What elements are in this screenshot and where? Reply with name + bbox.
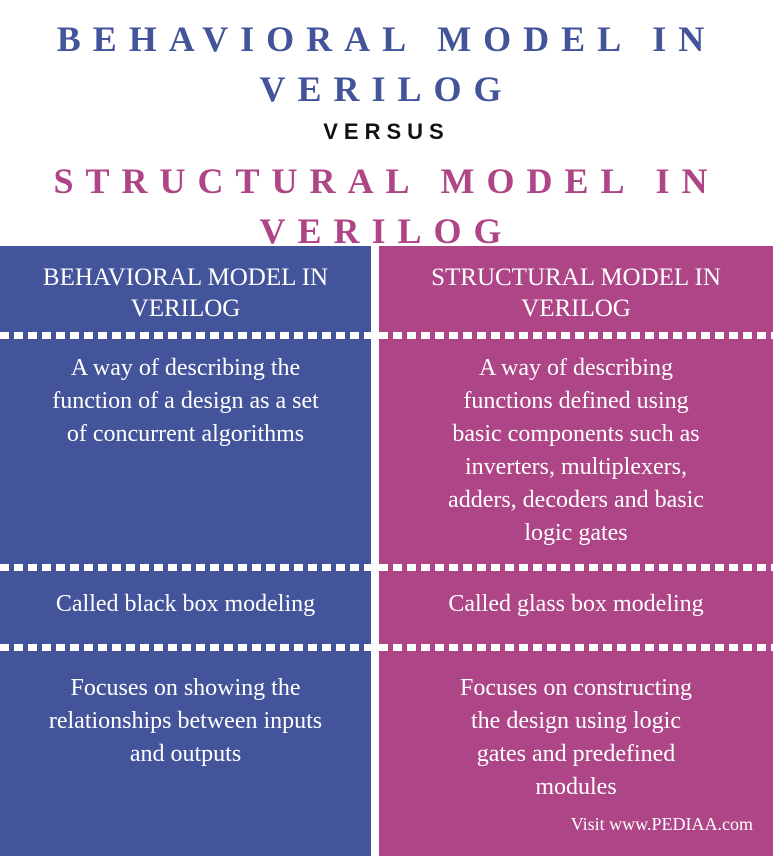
text-line: logic gates [524, 520, 628, 546]
text-line: functions defined using [463, 388, 689, 414]
text-line: A way of describing the [70, 355, 301, 381]
behavioral-modeling-type: Called black box modeling [0, 588, 371, 621]
text-line: adders, decoders and basic [448, 487, 704, 513]
versus-label: VERSUS [323, 119, 450, 144]
text-line: Called glass box modeling [448, 591, 704, 617]
structural-definition: A way of describing functions defined us… [379, 352, 773, 550]
title-behavioral-line1: BEHAVIORAL MODEL IN [56, 19, 717, 59]
row-divider [379, 644, 773, 651]
source-credit: Visit www.PEDIAA.com [570, 814, 753, 834]
behavioral-header-line1: BEHAVIORAL MODEL IN [42, 264, 329, 291]
text-line: relationships between inputs [48, 708, 323, 734]
text-line: function of a design as a set [52, 388, 319, 414]
structural-focus: Focuses on constructing the design using… [379, 672, 773, 804]
structural-modeling-type: Called glass box modeling [379, 588, 773, 621]
structural-header-line1: STRUCTURAL MODEL IN [431, 264, 721, 291]
text-line: inverters, multiplexers, [465, 454, 687, 480]
text-line: the design using logic [471, 708, 681, 734]
row-divider [0, 644, 371, 651]
title-structural: STRUCTURAL MODEL IN VERILOG [0, 156, 773, 256]
text-line: Called black box modeling [55, 591, 316, 617]
text-line: Focuses on showing the [70, 675, 301, 701]
structural-header-line2: VERILOG [521, 295, 631, 322]
structural-column: STRUCTURAL MODEL IN VERILOG A way of des… [379, 246, 773, 856]
text-line: basic components such as [452, 421, 700, 447]
title-behavioral: BEHAVIORAL MODEL IN VERILOG [0, 14, 773, 114]
behavioral-column: BEHAVIORAL MODEL IN VERILOG A way of des… [0, 246, 371, 856]
title-behavioral-line2: VERILOG [259, 69, 514, 109]
text-line: modules [535, 774, 617, 800]
behavioral-focus: Focuses on showing the relationships bet… [0, 672, 371, 771]
text-line: A way of describing [479, 355, 673, 381]
row-divider [0, 564, 371, 571]
text-line: gates and predefined [476, 741, 676, 767]
text-line: of concurrent algorithms [66, 421, 305, 447]
structural-column-header: STRUCTURAL MODEL IN VERILOG [379, 262, 773, 324]
behavioral-header-line2: VERILOG [130, 295, 241, 322]
row-divider [0, 332, 371, 339]
row-divider [379, 332, 773, 339]
title-structural-line2: VERILOG [259, 211, 514, 251]
text-line: Focuses on constructing [460, 675, 692, 701]
behavioral-column-header: BEHAVIORAL MODEL IN VERILOG [0, 262, 371, 324]
title-structural-line1: STRUCTURAL MODEL IN [53, 161, 720, 201]
text-line: and outputs [129, 741, 242, 767]
behavioral-definition: A way of describing the function of a de… [0, 352, 371, 451]
row-divider [379, 564, 773, 571]
